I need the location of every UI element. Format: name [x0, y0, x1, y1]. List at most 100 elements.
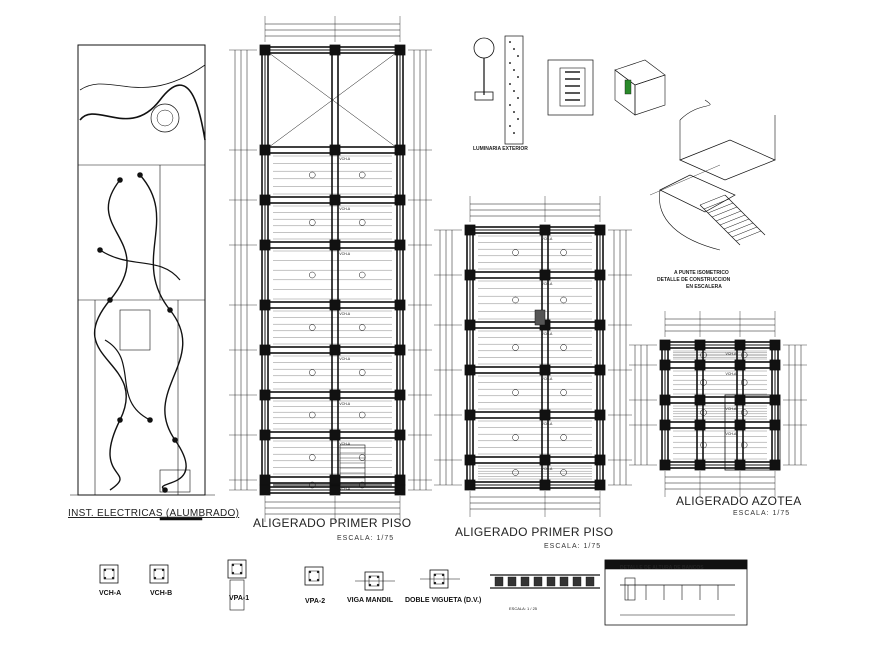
concrete-dot	[513, 132, 515, 134]
roof-wing	[724, 394, 781, 471]
rebar-dot	[231, 571, 235, 575]
brick-block	[546, 576, 556, 587]
column	[539, 409, 551, 421]
stair-tread	[731, 226, 758, 238]
lamp-title: LUMINARIA EXTERIOR	[473, 146, 528, 152]
light-point	[358, 219, 366, 226]
column	[329, 194, 341, 206]
stair-well	[339, 444, 366, 486]
light-point	[309, 271, 316, 279]
column	[259, 239, 271, 251]
concrete-dot	[509, 83, 511, 85]
section-rebar-cage	[153, 568, 165, 580]
column	[539, 454, 551, 466]
light-point	[700, 441, 707, 449]
column	[394, 474, 406, 486]
beam	[469, 271, 601, 279]
column	[694, 394, 706, 406]
light-fixture	[137, 172, 143, 178]
section-rebar-cage	[308, 570, 320, 582]
column	[769, 459, 781, 471]
beam-tag-text: VCH-A	[339, 487, 351, 491]
floor1-title: ALIGERADO PRIMER PISO	[253, 516, 412, 530]
column	[464, 364, 476, 376]
beam-detail-scale: ESCALA: 1 / 25	[509, 606, 538, 611]
stair-tread	[727, 222, 754, 234]
section-outline	[304, 566, 324, 586]
beam-tag-text: VCH-A	[542, 422, 554, 426]
column	[259, 194, 271, 206]
section-label-vpa-2: VPA-2	[305, 598, 326, 605]
beam	[469, 411, 601, 419]
stair-tread	[711, 206, 738, 218]
electrical-plan	[70, 44, 215, 521]
column	[259, 429, 271, 441]
switch-plate	[559, 67, 586, 107]
light-point	[560, 249, 567, 256]
beam	[664, 421, 776, 429]
column	[694, 339, 706, 351]
column	[329, 484, 341, 496]
concrete-dot	[509, 41, 511, 43]
light-point	[512, 249, 519, 256]
light-fixture	[117, 177, 123, 183]
section-stem	[229, 579, 245, 611]
column	[394, 239, 406, 251]
stair-tread	[735, 230, 762, 242]
brick-block	[585, 576, 595, 587]
beam-sections	[99, 559, 600, 611]
column	[329, 239, 341, 251]
column	[464, 454, 476, 466]
stair-landing-2	[659, 174, 736, 213]
light-point	[560, 434, 567, 441]
beam-tag-text: VCH-A	[339, 312, 351, 316]
light-point	[512, 344, 519, 351]
light-point	[512, 434, 519, 441]
column	[539, 224, 551, 236]
column	[329, 474, 341, 486]
wall-section	[504, 35, 524, 145]
lamp-globe	[473, 37, 495, 59]
beam	[331, 49, 339, 491]
concrete-dot	[509, 62, 511, 64]
brick-block	[533, 576, 543, 587]
beam-tag-text: VCH-A	[339, 157, 351, 161]
rebar-dot	[316, 578, 320, 582]
wiring-run	[139, 174, 187, 491]
rebar-dot	[368, 583, 372, 587]
stair-iso-subtitle: DETALLE DE CONSTRUCCION	[657, 277, 731, 283]
section-rebar-cage	[103, 568, 115, 580]
handrail	[659, 189, 721, 251]
beam-tag-text: VCH-A	[542, 237, 554, 241]
rebar-dot	[231, 563, 235, 567]
rebar-dot	[308, 570, 312, 574]
column	[329, 389, 341, 401]
detail-box-title: DETALLE DE ALTURA DE BANCOS	[620, 565, 704, 571]
section-label-viga-mandil: VIGA MANDIL	[347, 597, 394, 604]
concrete-dot	[509, 104, 511, 106]
light-point	[512, 469, 519, 476]
section-label-vch-b: VCH-B	[150, 590, 173, 597]
room-outline	[159, 469, 191, 493]
handrail	[679, 99, 711, 121]
stair-tread	[699, 194, 726, 206]
stair-tread	[703, 198, 730, 210]
stair-isometric	[649, 99, 776, 251]
rebar-dot	[316, 570, 320, 574]
column	[464, 319, 476, 331]
beam-tag-text: VCH-A	[726, 372, 738, 376]
concrete-dot	[509, 125, 511, 127]
roof-scale: ESCALA: 1/75	[733, 510, 791, 517]
light-point	[700, 379, 707, 386]
light-point	[309, 454, 316, 461]
beam-tag-text: VCH-A	[726, 432, 738, 436]
column	[734, 419, 746, 431]
light-fixture	[97, 247, 103, 253]
light-point	[358, 171, 366, 179]
column	[329, 344, 341, 356]
column	[659, 459, 671, 471]
switch-box-front	[547, 59, 594, 116]
column	[594, 479, 606, 491]
column	[394, 484, 406, 496]
